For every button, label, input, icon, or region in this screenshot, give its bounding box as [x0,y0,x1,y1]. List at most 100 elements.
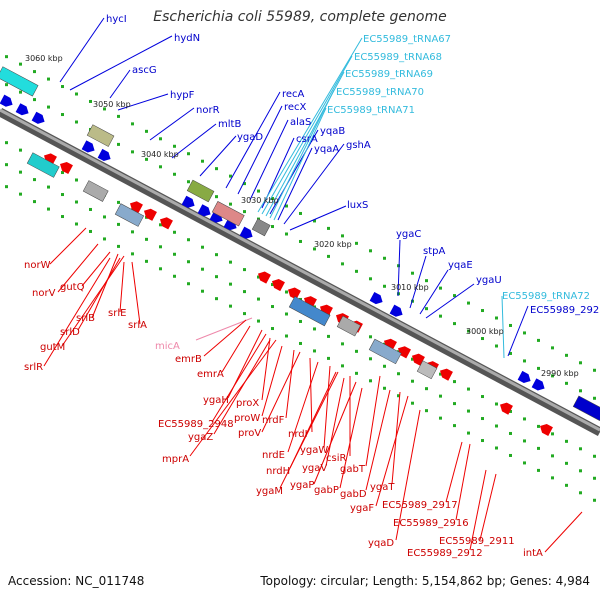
tick-dot [145,259,148,263]
tick-dot [551,346,554,350]
leader-line [479,473,497,541]
tick-dot [61,113,64,117]
reverse-feature-box-shape [82,180,109,202]
tick-dot [425,307,428,311]
tick-dot [397,264,400,268]
reverse-feature-box-shape [368,338,402,365]
forward-feature-box [251,218,271,237]
gene-label: srlA [128,320,147,331]
reverse-cds-arrow-shape [160,217,173,230]
tick-dot [19,192,22,196]
leader-line [225,91,281,189]
forward-cds-arrow [181,195,195,208]
tick-dot [355,241,358,245]
gene-label: proW [234,413,260,424]
tick-dot [5,141,8,145]
reverse-feature-box [82,180,109,202]
tick-dot [481,417,484,421]
tick-dot [453,294,456,298]
leader-line [261,55,353,215]
leader-line [501,295,505,359]
reverse-cds-arrow-shape [272,279,285,292]
tick-dot [61,193,64,197]
leader-line [119,261,125,313]
leader-line [365,389,391,491]
tick-dot [103,237,106,241]
gene-label: EC55989_2916 [393,518,469,529]
tick-dot [509,453,512,457]
tick-dot [61,85,64,89]
gene-label: gshA [346,140,371,151]
reverse-feature-box [288,296,331,327]
tick-dot [173,274,176,278]
tick-dot [425,409,428,413]
kbp-label-3040: 3040 kbp [141,150,179,159]
tick-dot [5,163,8,167]
kbp-label-3060: 3060 kbp [25,54,63,63]
leader-line [323,365,331,449]
gene-label: nrdI [288,429,308,440]
tick-dot [173,144,176,148]
gene-label: ygaM [256,486,283,497]
tick-dot [215,253,218,257]
forward-cds-arrow [197,204,211,217]
genome-backbone [0,108,600,436]
tick-dot [341,342,344,346]
tick-dot [369,335,372,339]
gene-label: recX [284,102,307,113]
gene-label: gutM [40,342,65,353]
tick-dot [313,247,316,251]
tick-dot [593,498,596,502]
gene-label: srlB [76,313,95,324]
tick-dot [425,387,428,391]
tick-dot [117,142,120,146]
leader-line [261,351,301,433]
gene-label: norR [196,105,220,116]
tick-dot [257,275,260,279]
forward-cds-arrow [0,94,13,107]
tick-dot [523,359,526,363]
tick-dot [271,197,274,201]
tick-dot [369,357,372,361]
leader-line [283,143,345,225]
gene-label: ygaW [300,445,328,456]
forward-cds-arrow [31,111,45,124]
forward-cds-arrow-shape [517,370,531,384]
tick-dot [551,432,554,436]
reverse-feature-box-shape [336,315,361,337]
gene-label: ygaF [350,503,374,514]
tick-dot [425,279,428,283]
tick-dot [327,226,330,230]
forward-feature-box [86,124,115,147]
tick-dot [33,98,36,102]
gene-label: ygaV [302,463,327,474]
forward-cds-arrow-shape [97,148,111,162]
tick-dot [593,396,596,400]
tick-dot [47,185,50,189]
reverse-feature-box-shape [26,152,60,178]
gene-label: nrdH [266,466,290,477]
tick-dot [173,172,176,176]
tick-dot [453,380,456,384]
tick-dot [201,267,204,271]
reverse-cds-arrow-shape [144,208,157,221]
leader-line [445,441,463,503]
tick-dot [355,269,358,273]
forward-cds-arrow [369,291,383,305]
tick-dot [117,244,120,248]
gene-label: gabT [340,464,366,475]
tick-dot [61,171,64,175]
forward-cds-arrow [81,140,95,153]
forward-feature-box-shape [572,395,600,421]
gene-label: yqaE [448,260,473,271]
leader-line [397,239,401,297]
leader-line [91,253,119,319]
tick-dot [341,262,344,266]
tick-dot [509,323,512,327]
trna-label: EC55989_tRNA72 [502,291,590,302]
tick-dot [243,290,246,294]
genome-backbone-highlight [0,108,600,432]
tick-dot [411,379,414,383]
tick-dot [537,468,540,472]
tick-dot [383,364,386,368]
